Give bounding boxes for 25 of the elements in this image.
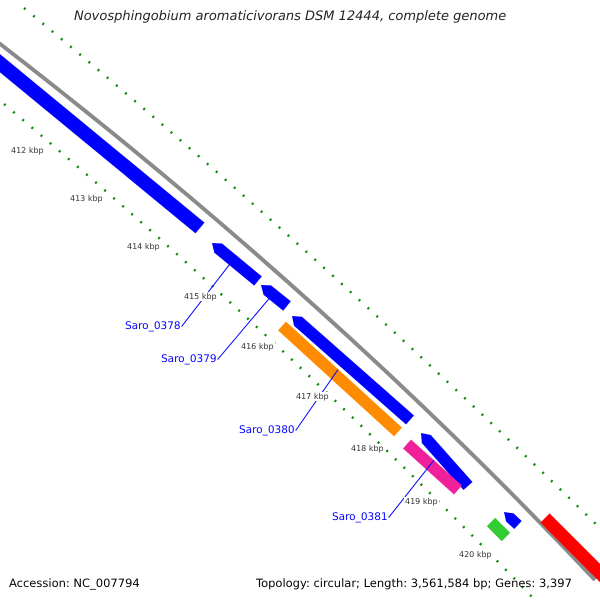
gene-block <box>292 316 414 424</box>
scale-label: 414 kbp <box>126 242 161 251</box>
scale-label: 417 kbp <box>295 392 330 401</box>
leader-line <box>181 254 238 328</box>
gene-label: Saro_0378 <box>125 320 181 332</box>
gene-label: Saro_0381 <box>332 511 388 523</box>
gene-label: Saro_0379 <box>161 353 217 365</box>
scale-label: 412 kbp <box>10 146 45 155</box>
title: Novosphingobium aromaticivorans DSM 12444, complete genome <box>74 9 506 24</box>
gene-block <box>403 440 462 494</box>
scale-label: 413 kbp <box>69 194 104 203</box>
scale-label: 416 kbp <box>240 342 275 351</box>
footer-text: Accession: NC_007794 <box>9 576 140 590</box>
scale-label: 419 kbp <box>404 497 439 506</box>
footer-text: Topology: circular; Length: 3,561,584 bp; Genes: 3,397 <box>256 576 572 590</box>
gene-block <box>261 285 291 311</box>
gene-label: Saro_0380 <box>239 424 295 436</box>
gene-block <box>486 518 510 542</box>
gene-block <box>504 512 522 529</box>
leader-line <box>217 289 277 360</box>
scale-label: 415 kbp <box>183 292 218 301</box>
scale-label: 418 kbp <box>350 444 385 453</box>
scale-label: 420 kbp <box>458 550 493 559</box>
gene-block <box>212 243 262 286</box>
gene-block <box>421 433 472 490</box>
